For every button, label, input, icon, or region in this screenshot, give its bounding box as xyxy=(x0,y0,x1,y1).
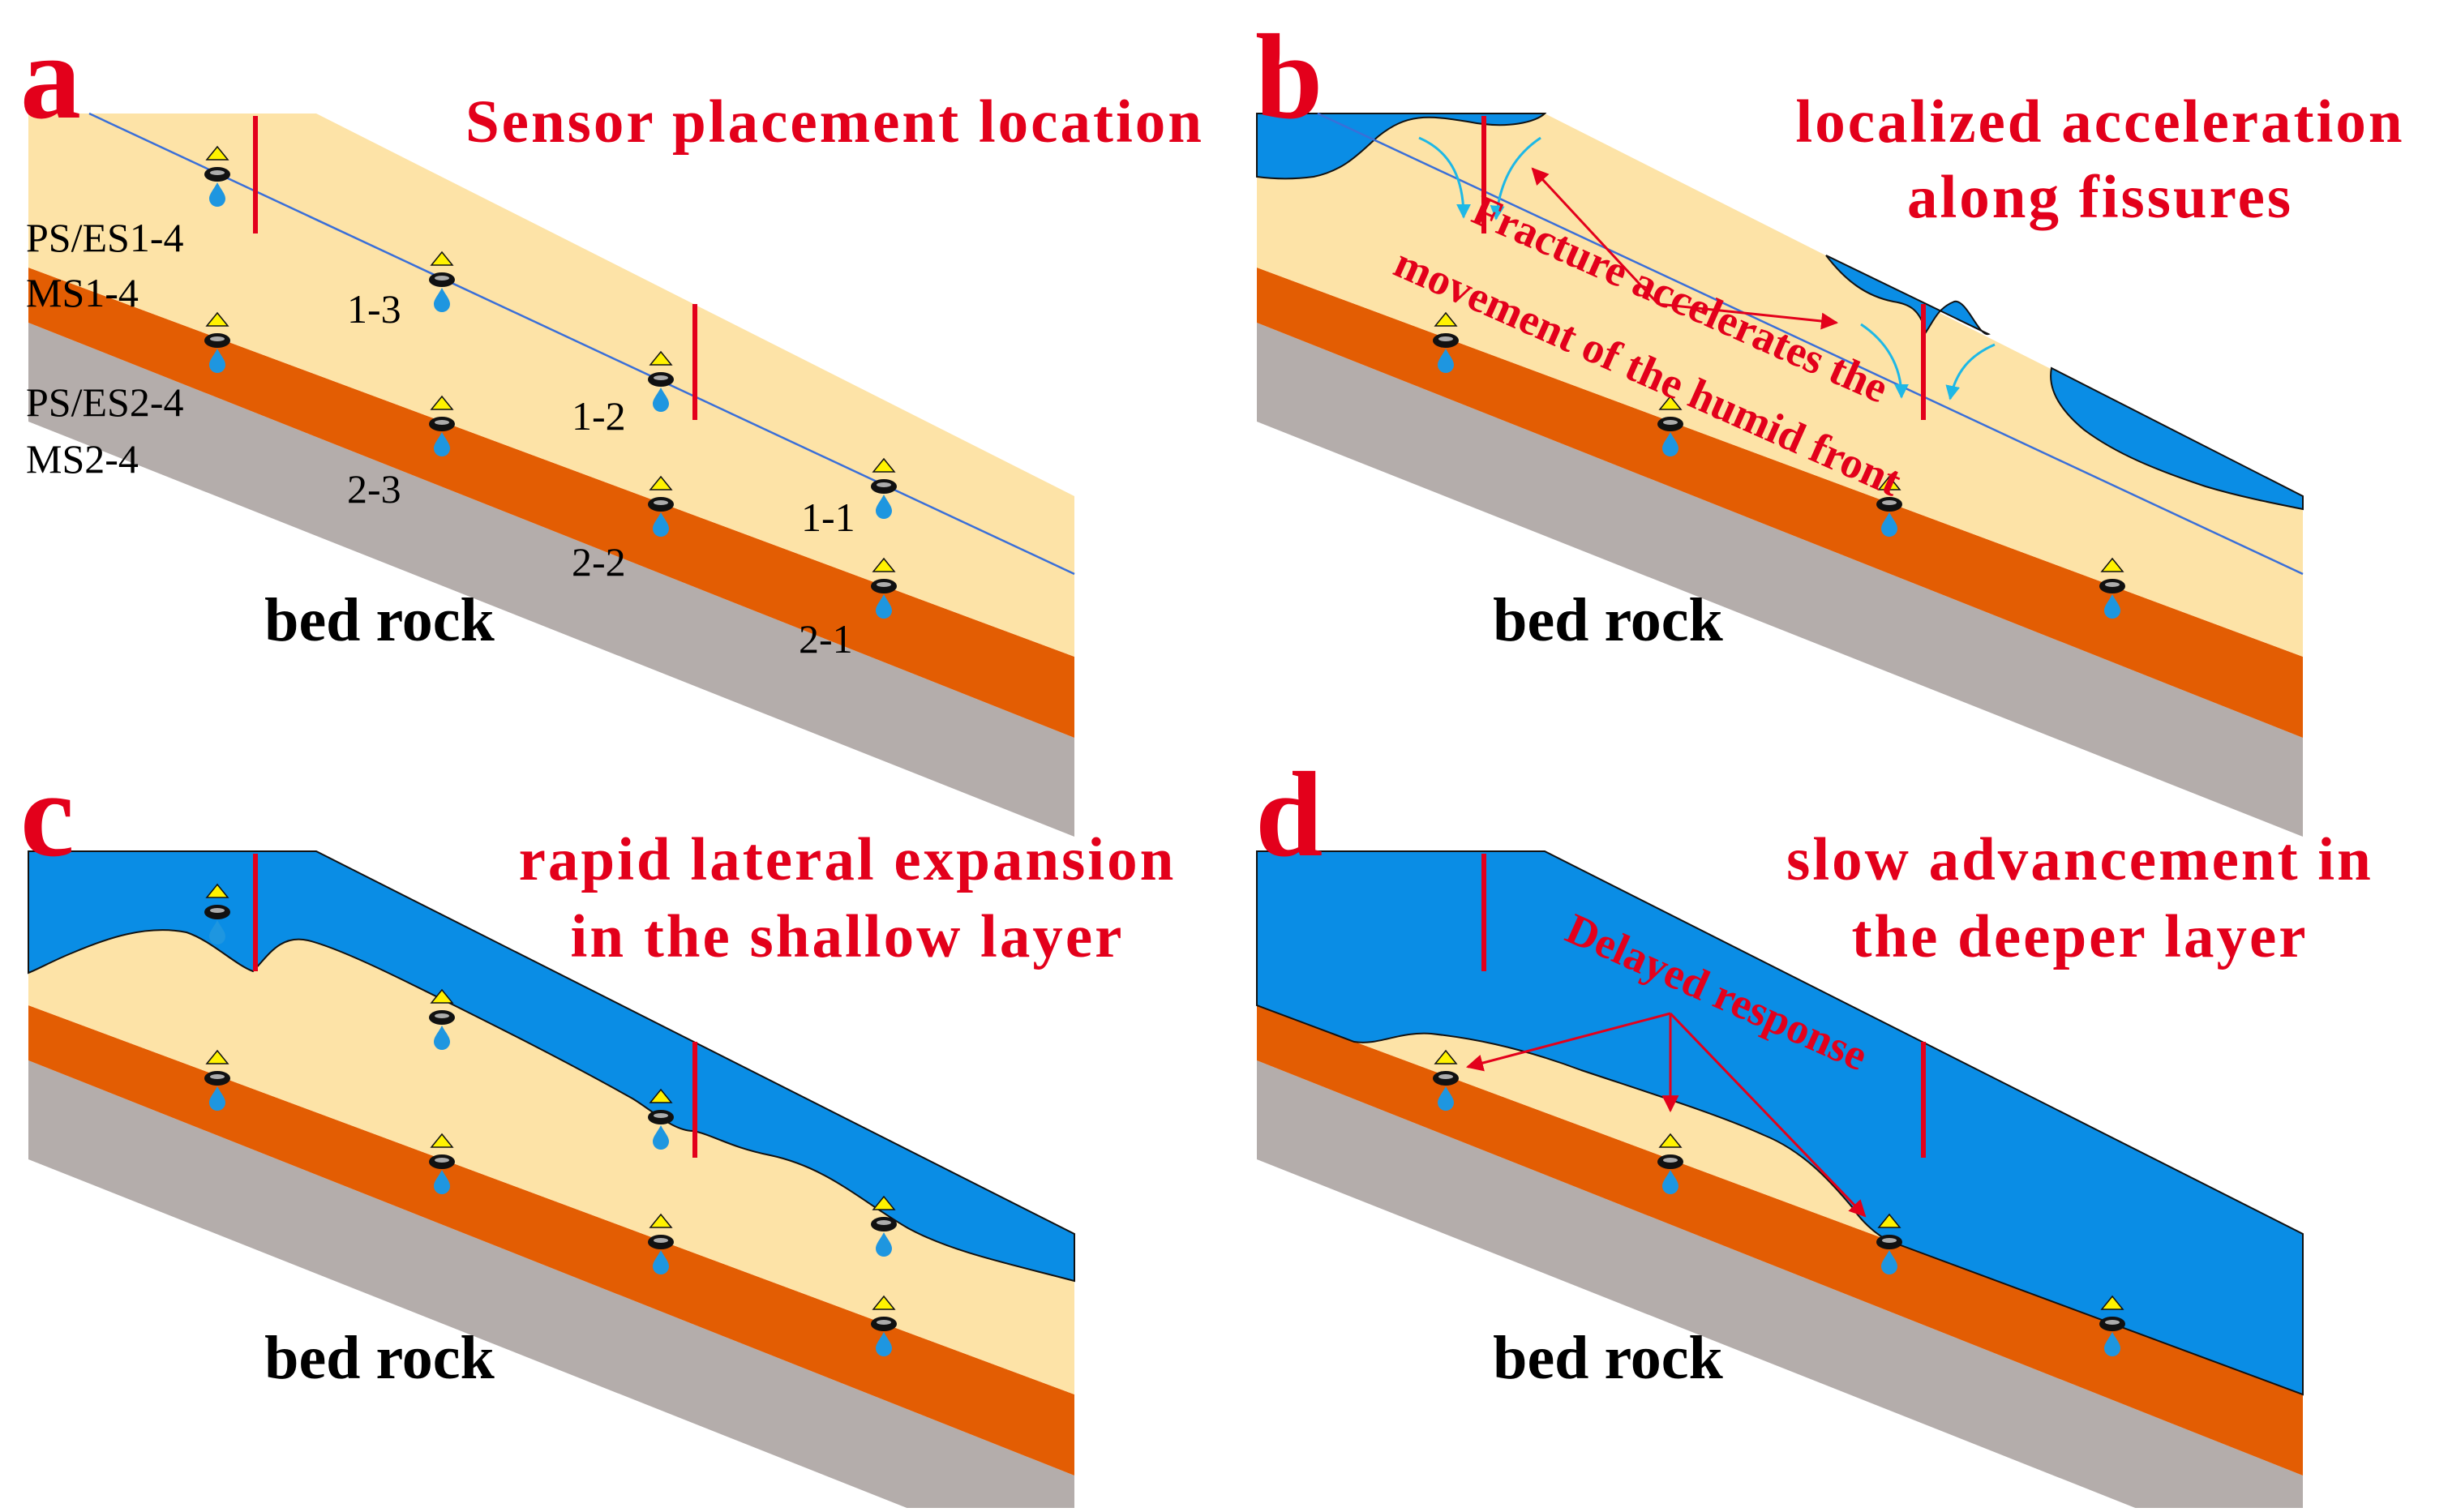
panel-d: d slow advancement in the deeper layer D… xyxy=(1255,747,2373,1512)
bedrock-layer xyxy=(1257,323,2303,837)
sensor-label: 1-3 xyxy=(347,286,401,332)
panel-title-line: in the shallow layer xyxy=(571,903,1125,970)
group-label: PS/ES1-4 xyxy=(26,215,184,260)
panel-a: a Sensor placement location PS/ES1-4 MS1… xyxy=(20,10,1204,837)
deep-soil-layer xyxy=(28,268,1074,738)
panel-title-line: the deeper layer xyxy=(1851,903,2308,970)
pointer-arrow xyxy=(1669,1012,1867,1218)
bedrock-label: bed rock xyxy=(264,586,495,654)
sensor-label: 1-2 xyxy=(572,393,626,439)
panel-title-line: Sensor placement location xyxy=(465,88,1204,156)
bedrock-label: bed rock xyxy=(1493,1324,1723,1392)
sensor-label: 2-3 xyxy=(347,466,401,512)
pointer-arrow xyxy=(1657,302,1839,330)
flow-arrow xyxy=(1418,136,1471,219)
water-front xyxy=(2050,366,2304,511)
panel-title-line: rapid lateral expansion xyxy=(519,826,1177,893)
shallow-soil-layer xyxy=(1257,114,2303,657)
group-label: MS2-4 xyxy=(26,436,139,482)
bedrock-layer xyxy=(28,323,1074,837)
bedrock-label: bed rock xyxy=(264,1324,495,1392)
panel-title-line: localized acceleration xyxy=(1795,88,2404,156)
pointer-arrow xyxy=(1465,1012,1671,1072)
panel-c: c rapid lateral expansion in the shallow… xyxy=(20,747,1177,1512)
panel-title-line: slow advancement in xyxy=(1786,826,2373,893)
water-front xyxy=(1256,113,1547,180)
pointer-arrow xyxy=(1531,167,1660,306)
group-label: PS/ES2-4 xyxy=(26,379,184,425)
panel-label: a xyxy=(20,10,81,144)
panel-b: b localized acceleration along fissures … xyxy=(1255,10,2404,837)
panel-label: b xyxy=(1255,10,1323,144)
bedrock-layer xyxy=(28,1060,1074,1512)
sensor-label: 2-2 xyxy=(572,539,626,585)
sensor-label: 1-1 xyxy=(801,495,855,540)
flow-arrow xyxy=(1490,136,1541,221)
bedrock-label: bed rock xyxy=(1493,586,1723,654)
shallow-soil-layer xyxy=(28,114,1074,657)
deep-soil-layer xyxy=(1257,1005,2303,1476)
bedrock-layer xyxy=(1257,1060,2303,1512)
panel-label: c xyxy=(20,747,75,882)
flow-arrow xyxy=(1860,323,1909,399)
deep-soil-layer xyxy=(1257,268,2303,738)
sensor-label: 2-1 xyxy=(799,616,853,662)
flow-arrow xyxy=(1945,343,1996,400)
panel-label: d xyxy=(1255,747,1323,882)
group-label: MS1-4 xyxy=(26,270,139,315)
deep-soil-layer xyxy=(28,1005,1074,1476)
panel-title-line: along fissures xyxy=(1907,164,2293,231)
shallow-soil-layer xyxy=(28,851,1074,1394)
